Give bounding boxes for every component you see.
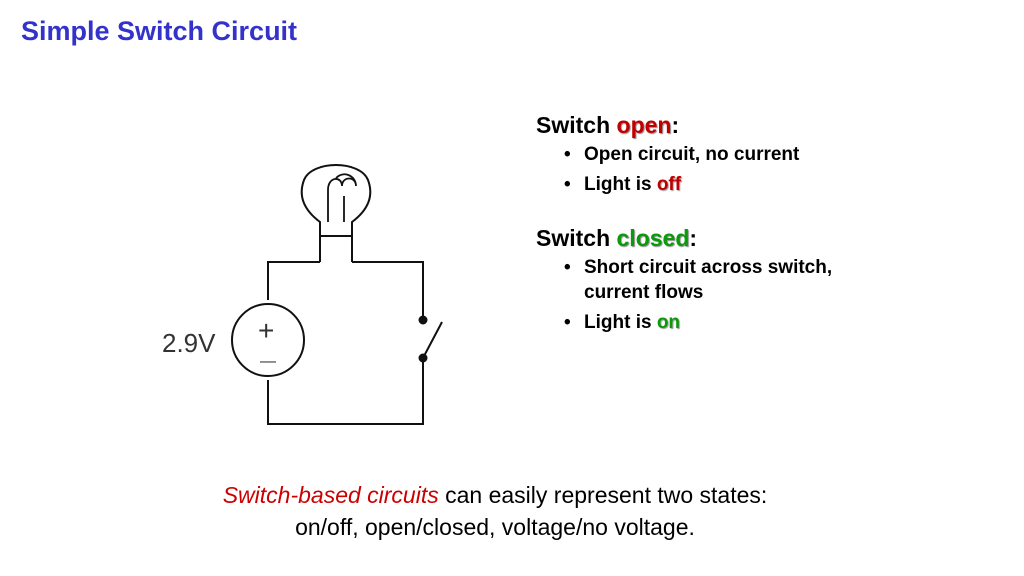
switch-lever bbox=[422, 321, 443, 359]
list-item: • Light is off bbox=[564, 172, 936, 197]
voltage-source-circle bbox=[231, 303, 305, 377]
bullet-text: current flows bbox=[584, 282, 704, 303]
state-word-closed: closed bbox=[616, 225, 690, 251]
open-bullets: • Open circuit, no current • Light is off bbox=[536, 142, 936, 197]
slide-title: Simple Switch Circuit bbox=[21, 16, 298, 46]
notes-panel: Switch open: • Open circuit, no current •… bbox=[536, 110, 936, 340]
caption-emphasis: Switch-based circuits bbox=[222, 482, 439, 508]
bullet-dot: • bbox=[564, 144, 571, 165]
state-word-on: on bbox=[656, 312, 681, 333]
bulb-filament bbox=[327, 173, 357, 222]
switch-contact-top bbox=[418, 315, 428, 325]
bottom-caption: Switch-based circuits can easily represe… bbox=[0, 479, 990, 543]
state-word-open: open bbox=[616, 112, 672, 138]
bullet-dot: • bbox=[564, 257, 571, 278]
caption-text-line2: on/off, open/closed, voltage/no voltage. bbox=[295, 514, 695, 540]
bullet-text: Open circuit, no current bbox=[584, 144, 800, 165]
bullet-text: Short circuit across switch, bbox=[584, 257, 833, 278]
list-item: • Short circuit across switch, current flo… bbox=[564, 255, 936, 305]
heading-prefix: Switch bbox=[536, 225, 617, 251]
switch-circuit-diagram: 2.9V + — bbox=[162, 164, 443, 425]
bullet-text: Light is bbox=[584, 174, 657, 195]
heading-prefix: Switch bbox=[536, 112, 617, 138]
circuit-wire bbox=[267, 358, 424, 425]
voltage-label: 2.9V bbox=[162, 328, 216, 358]
bullet-dot: • bbox=[564, 174, 571, 195]
heading-suffix: : bbox=[689, 225, 698, 251]
circuit-wire bbox=[352, 261, 424, 320]
minus-sign: — bbox=[260, 353, 276, 370]
switch-closed-heading: Switch closed: bbox=[536, 223, 936, 253]
closed-bullets: • Short circuit across switch, current flo… bbox=[536, 255, 936, 335]
plus-sign: + bbox=[258, 315, 274, 346]
bulb-base bbox=[319, 235, 353, 262]
bullet-dot: • bbox=[564, 312, 571, 333]
circuit-wire bbox=[267, 261, 320, 300]
caption-text: can easily represent two states: bbox=[438, 482, 768, 508]
list-item: • Light is on bbox=[564, 310, 936, 335]
bullet-text: Light is bbox=[584, 312, 657, 333]
list-item: • Open circuit, no current bbox=[564, 142, 936, 167]
bulb-glass bbox=[300, 164, 372, 236]
switch-open-heading: Switch open: bbox=[536, 110, 936, 140]
heading-suffix: : bbox=[671, 112, 680, 138]
state-word-off: off bbox=[656, 174, 682, 195]
